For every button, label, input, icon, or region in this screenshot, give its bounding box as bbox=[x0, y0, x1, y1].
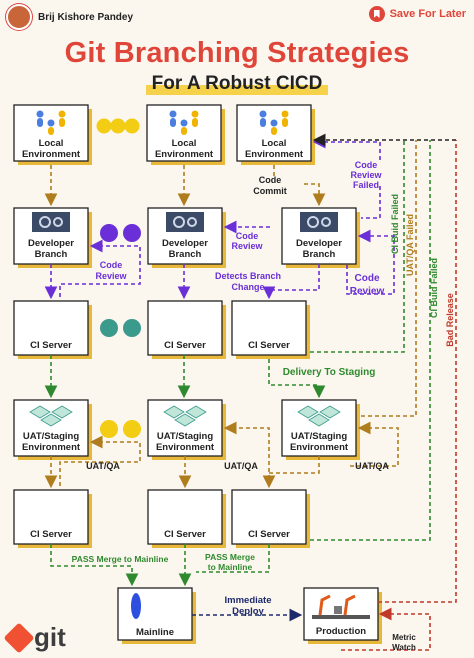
dev-branch-3-line2: Branch bbox=[303, 249, 336, 260]
dev-branch-2-line1: Developer bbox=[162, 238, 208, 249]
ci-server-5: CI Server bbox=[148, 490, 226, 548]
ci-server-6: CI Server bbox=[232, 490, 310, 548]
label-code-review-3a: Code bbox=[355, 273, 380, 284]
uat-env-2-line1: UAT/Staging bbox=[157, 431, 213, 442]
uat-env-1: UAT/Staging Environment bbox=[14, 400, 92, 460]
ci-server-3: CI Server bbox=[232, 301, 310, 359]
git-logo: git bbox=[8, 622, 66, 653]
ci-server-2: CI Server bbox=[148, 301, 226, 359]
ci-server-5-label: CI Server bbox=[164, 529, 206, 540]
label-metric-1: Metric bbox=[392, 633, 416, 642]
dev-branch-3: Developer Branch bbox=[282, 208, 360, 268]
label-detects-1: Detects Branch bbox=[215, 271, 281, 281]
local-env-2: Local Environment bbox=[147, 105, 225, 165]
label-review-failed-1: Code bbox=[355, 160, 378, 170]
yellow-dots-2 bbox=[100, 420, 141, 438]
uat-env-2: UAT/Staging Environment bbox=[148, 400, 226, 460]
git-diamond-icon bbox=[3, 622, 34, 653]
git-logo-text: git bbox=[34, 622, 66, 653]
production-box: Production bbox=[304, 588, 382, 644]
uat-env-2-line2: Environment bbox=[156, 442, 215, 453]
local-env-2-line2: Environment bbox=[155, 149, 214, 160]
label-code-review-1a: Code bbox=[100, 260, 123, 270]
label-code-commit-1: Code bbox=[259, 175, 282, 185]
label-review-failed-3: Failed bbox=[353, 180, 379, 190]
ci-server-2-label: CI Server bbox=[164, 340, 206, 351]
local-env-3-line2: Environment bbox=[245, 149, 304, 160]
dev-branch-2-line2: Branch bbox=[169, 249, 202, 260]
label-uat-qa-failed: UAT/QA Failed bbox=[405, 214, 415, 276]
mainline-icon bbox=[131, 593, 141, 619]
label-immediate-2: Deploy bbox=[232, 606, 264, 617]
label-code-review-2a: Code bbox=[236, 231, 259, 241]
uat-env-1-line2: Environment bbox=[22, 442, 81, 453]
mainline-label: Mainline bbox=[136, 627, 174, 638]
label-code-review-2b: Review bbox=[231, 241, 263, 251]
production-label: Production bbox=[316, 626, 366, 637]
ci-server-1: CI Server bbox=[14, 301, 92, 359]
local-env-2-line1: Local bbox=[172, 138, 197, 149]
uat-env-3-line2: Environment bbox=[290, 442, 349, 453]
uat-env-3-line1: UAT/Staging bbox=[291, 431, 347, 442]
local-env-1-line1: Local bbox=[39, 138, 64, 149]
label-review-failed-2: Review bbox=[350, 170, 382, 180]
label-metric-2: Watch bbox=[392, 643, 416, 652]
dev-branch-3-line1: Developer bbox=[296, 238, 342, 249]
dev-branch-1-line2: Branch bbox=[35, 249, 68, 260]
dev-branch-1-line1: Developer bbox=[28, 238, 74, 249]
purple-dots bbox=[100, 224, 141, 242]
dev-branch-2: Developer Branch bbox=[148, 208, 226, 268]
label-ci-build-failed-1: CI Buid Failed bbox=[390, 194, 400, 254]
yellow-dots bbox=[97, 119, 140, 134]
teal-dots bbox=[100, 319, 141, 337]
ci-server-4-label: CI Server bbox=[30, 529, 72, 540]
uat-env-3: UAT/Staging Environment bbox=[282, 400, 360, 460]
label-code-commit-2: Commit bbox=[253, 186, 287, 196]
dev-branch-1: Developer Branch bbox=[14, 208, 92, 268]
label-pass-merge-2a: PASS Merge bbox=[205, 552, 255, 562]
ci-server-6-label: CI Server bbox=[248, 529, 290, 540]
label-ci-build-failed-2: CI Buid Failed bbox=[429, 258, 439, 318]
local-env-1: Local Environment bbox=[14, 105, 92, 165]
ci-server-4: CI Server bbox=[14, 490, 92, 548]
label-uat-qa-1: UAT/QA bbox=[86, 461, 120, 471]
mainline-box: Mainline bbox=[118, 588, 196, 644]
ci-server-3-label: CI Server bbox=[248, 340, 290, 351]
label-bad-release: Bad Release bbox=[445, 293, 455, 347]
local-env-1-line2: Environment bbox=[22, 149, 81, 160]
uat-env-1-line1: UAT/Staging bbox=[23, 431, 79, 442]
label-pass-merge-1: PASS Merge to Mainline bbox=[72, 554, 169, 564]
label-uat-qa-3: UAT/QA bbox=[355, 461, 389, 471]
label-detects-2: Change bbox=[231, 282, 264, 292]
label-pass-merge-2b: to Mainline bbox=[208, 562, 253, 572]
label-uat-qa-2: UAT/QA bbox=[224, 461, 258, 471]
label-immediate-1: Immediate bbox=[225, 595, 272, 606]
label-code-review-1b: Review bbox=[95, 271, 127, 281]
label-delivery-staging: Delivery To Staging bbox=[283, 367, 376, 378]
local-env-3-line1: Local bbox=[262, 138, 287, 149]
label-code-review-3b: Review bbox=[350, 286, 385, 297]
local-env-3: Local Environment bbox=[237, 105, 315, 165]
ci-server-1-label: CI Server bbox=[30, 340, 72, 351]
